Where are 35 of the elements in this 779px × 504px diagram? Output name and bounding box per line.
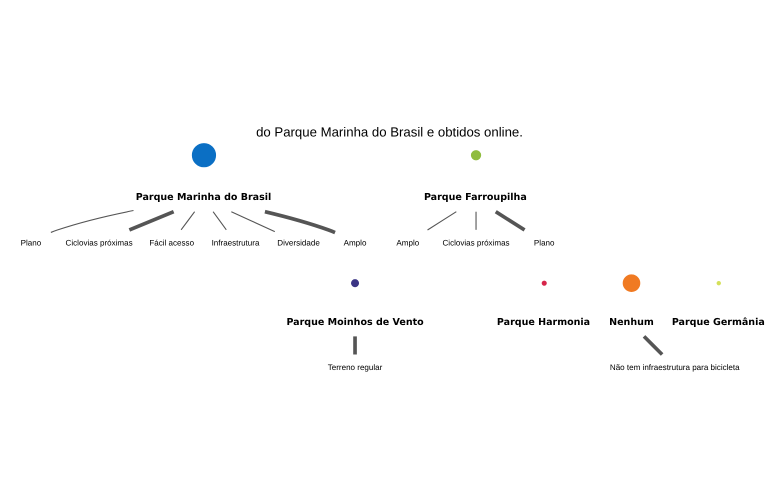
node-circle: [192, 143, 216, 168]
node-text: Amplo: [344, 238, 366, 248]
node-circle: [622, 274, 640, 292]
node-text: Parque Germânia: [672, 316, 765, 328]
node-circle: [470, 150, 482, 160]
connector: [180, 211, 196, 230]
node-text: Ciclovias próximas: [66, 238, 133, 248]
node-text: Diversidade: [277, 238, 320, 248]
node-text: Amplo: [396, 238, 420, 248]
caption: do Parque Marinha do Brasil e obtidos online.: [256, 124, 523, 140]
connector: [642, 335, 664, 356]
node-circle: [542, 280, 547, 286]
node-circle: [716, 280, 721, 286]
connector: [50, 210, 134, 233]
node-text: Plano: [534, 238, 555, 248]
connector: [427, 211, 457, 230]
node-text: Parque Marinha do Brasil: [136, 192, 272, 204]
node-text: Infraestrutura: [212, 238, 260, 248]
node-text: Fácil acesso: [149, 238, 194, 248]
connector: [128, 210, 174, 232]
node-circle: [351, 279, 360, 288]
connector: [212, 211, 227, 230]
node-text: Ciclovias próximas: [442, 238, 510, 248]
node-text: Terreno regular: [328, 362, 382, 372]
node-text: Parque Moinhos de Vento: [286, 316, 424, 328]
connector: [231, 211, 276, 232]
node-text: Nenhum: [609, 316, 654, 328]
connector: [264, 210, 336, 234]
node-text: Parque Harmonia: [496, 316, 590, 328]
connector: [353, 336, 357, 354]
node-text: Plano: [20, 238, 42, 248]
node-text: Parque Farroupilha: [424, 192, 527, 204]
node-text: Não tem infraestrutura para bicicleta: [610, 362, 740, 372]
connector: [494, 210, 526, 232]
connector: [475, 212, 477, 230]
